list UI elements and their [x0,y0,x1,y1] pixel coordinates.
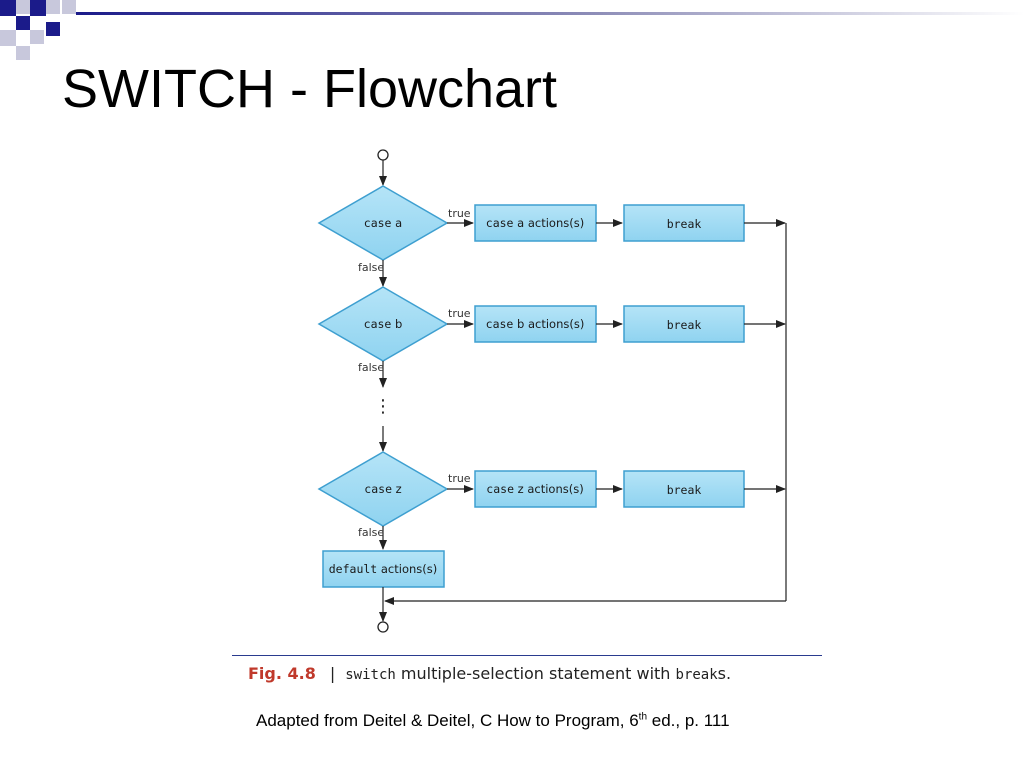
action-label-case-a: case a actions(s) [486,216,584,230]
break-label-b: break [667,318,702,332]
deco-square-7 [0,30,16,46]
action-box-case-a [474,204,597,242]
false-label-a: false [358,261,384,274]
caption-code-switch: switch [345,667,396,683]
title-decoration [0,0,1024,60]
deco-square-8 [30,30,44,44]
end-node [377,621,389,633]
action-box-case-b [474,305,597,343]
figure-number: Fig. 4.8 [248,664,316,683]
deco-square-9 [46,22,60,36]
caption-end: s. [717,664,732,683]
ellipsis: ⋮ [374,396,392,417]
caption-separator: | [329,664,336,683]
start-node [377,149,389,161]
deco-square-2 [16,0,30,14]
break-label-z: break [667,483,702,497]
switch-flowchart: case a true case a actions(s) break fals… [317,149,787,633]
decision-case-b-label: case b [364,317,403,331]
title-gradient-bar [76,12,1024,15]
break-box-z [623,470,745,508]
deco-square-6 [16,16,30,30]
default-actions-label: default actions(s) [329,562,437,576]
source-citation: Adapted from Deitel & Deitel, C How to P… [256,711,730,731]
source-superscript: th [638,711,648,723]
deco-square-4 [46,0,60,14]
deco-square-5 [62,0,76,14]
false-label-z: false [358,526,384,539]
action-label-case-z: case z actions(s) [486,482,583,496]
source-suffix: ed., p. 111 [647,711,730,730]
caption-code-break: break [675,667,718,683]
caption-rule [232,655,822,656]
true-label-b: true [448,307,471,320]
true-label-z: true [448,472,471,485]
figure-caption: Fig. 4.8 | switch multiple-selection state… [248,664,731,683]
caption-text: multiple-selection statement with [395,664,676,683]
deco-square-10 [16,46,30,60]
decision-case-z-label: case z [364,482,401,496]
page-title: SWITCH - Flowchart [62,59,558,119]
false-label-b: false [358,361,384,374]
source-prefix: Adapted from Deitel & Deitel, C How to P… [256,711,639,730]
break-label-a: break [667,217,702,231]
deco-square-3 [30,0,46,16]
action-label-case-b: case b actions(s) [486,317,585,331]
deco-square-1 [0,0,16,16]
decision-case-a-label: case a [364,216,402,230]
action-box-case-z [474,470,597,508]
true-label-a: true [448,207,471,220]
